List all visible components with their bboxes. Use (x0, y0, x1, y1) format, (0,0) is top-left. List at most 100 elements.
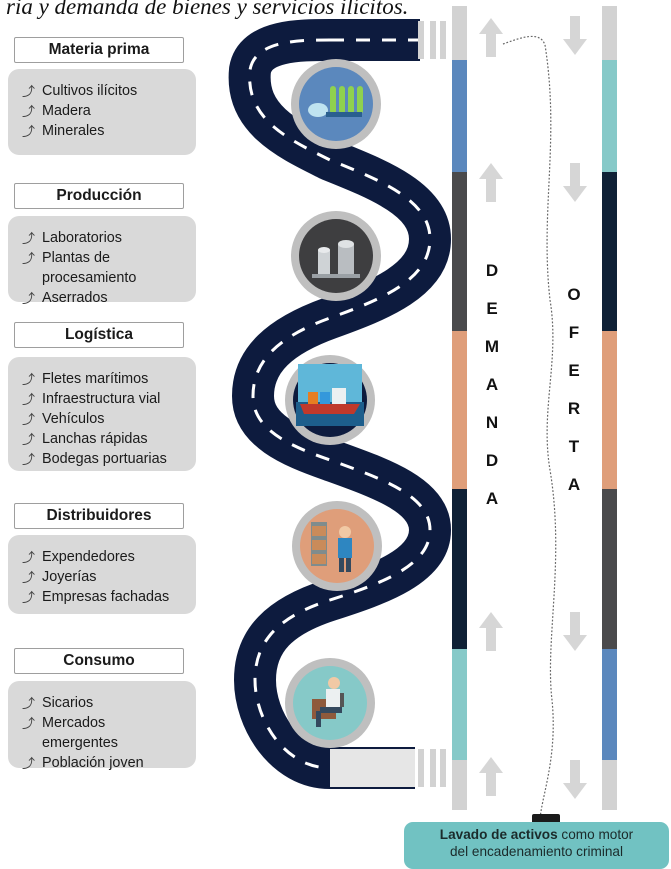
stage-label: Materia prima (14, 37, 184, 63)
list-item: ⤴ Vehículos (22, 409, 190, 429)
curved-arrow-icon: ⤴ (22, 251, 36, 266)
oferta-band (602, 649, 617, 760)
oferta-band-bottom (602, 760, 617, 810)
oferta-letter: F (568, 323, 580, 342)
curved-arrow-icon: ⤴ (22, 550, 36, 565)
list-item: ⤴Expendedores (22, 547, 190, 567)
list-item-label: Cultivos ilícitos (42, 83, 138, 99)
list-item-label: Minerales (42, 123, 105, 139)
demanda-band (452, 60, 467, 172)
demanda-letter: A (485, 489, 499, 508)
road-stripe (440, 749, 446, 787)
curved-arrow-icon: ⤴ (22, 432, 36, 447)
list-item-label: Vehículos (42, 411, 105, 427)
oferta-letter: A (567, 475, 581, 494)
up-arrow-shaft (486, 178, 496, 202)
up-arrow-shaft (486, 627, 496, 651)
down-arrow-icon (563, 186, 587, 202)
stage-box: ⤴ Laboratorios ⤴ Plantas de procesamiento ⤴ A… (8, 216, 196, 306)
box-shape (312, 540, 326, 550)
curved-arrow-icon: ⤴ (22, 84, 36, 99)
up-arrow-icon (479, 18, 503, 34)
silo-shape (318, 250, 330, 274)
stage-circle (299, 219, 373, 293)
oferta-letter: O (567, 285, 581, 304)
list-item-label: Infraestructura vial (42, 391, 161, 407)
curved-arrow-icon: ⤴ (22, 231, 36, 246)
list-item: ⤴Bodegas portuarias (22, 449, 190, 469)
hitman-icon (312, 677, 344, 727)
down-arrow-icon (563, 783, 587, 799)
curved-arrow-icon: ⤴ (22, 372, 36, 387)
beaker-shape (308, 103, 328, 117)
list-item-label: Laboratorios (42, 230, 122, 246)
rack-shape (326, 112, 362, 117)
road-stripe (418, 749, 424, 787)
box-shape (312, 554, 326, 564)
stage-box: ⤴Expendedores⤴Joyerías⤴Empresas fachadas (8, 535, 196, 614)
demanda-band-bottom (452, 760, 467, 810)
warehouse-worker-icon (311, 522, 352, 572)
list-item: ⤴Joyerías (22, 567, 190, 587)
curved-arrow-icon: ⤴ (22, 412, 36, 427)
demanda-band-top (452, 6, 467, 60)
list-item: ⤴ Aserrados (22, 288, 190, 308)
connector-line (502, 35, 557, 823)
curved-arrow-icon: ⤴ (22, 291, 36, 306)
cargo-ship-icon (296, 364, 364, 426)
list-item-label: Mercados emergentes (42, 715, 118, 751)
chemistry-lab-icon (308, 86, 363, 117)
stage-label: Distribuidores (14, 503, 184, 529)
container-shape (308, 392, 318, 404)
down-arrow-shaft (570, 16, 580, 40)
road-stripe (430, 749, 436, 787)
stage-label: Consumo (14, 648, 184, 674)
up-arrow-icon (479, 612, 503, 628)
oferta-band (602, 60, 617, 172)
footer-bold: Lavado de activos (439, 827, 558, 842)
test-tube-shape (330, 86, 336, 114)
footer-line-2: del encadenamiento criminal (449, 844, 624, 859)
base-shape (312, 274, 360, 278)
oferta-letter: R (567, 399, 581, 418)
body-shape (338, 538, 352, 558)
down-arrow-icon (563, 39, 587, 55)
body-shape (326, 689, 340, 707)
stage-box: ⤴Cultivos ilícitos⤴Madera⤴Minerales (8, 69, 196, 155)
tank-top-shape (338, 240, 354, 248)
demanda-band (452, 489, 467, 649)
list-item: ⤴ Minerales (22, 121, 190, 141)
up-arrow-icon (479, 757, 503, 773)
road-stripe (440, 21, 446, 59)
demanda-band (452, 331, 467, 489)
footer-line-1: Lavado de activos como motor (404, 826, 669, 843)
oferta-band-top (602, 6, 617, 60)
oferta-letter: T (568, 437, 580, 456)
footer-rest: como motor (557, 827, 634, 842)
road-stripe (430, 21, 436, 59)
list-item: ⤴Empresas fachadas (22, 587, 190, 607)
page-title: ria y demanda de bienes y servicios ilíc… (6, 0, 409, 19)
down-arrow-shaft (570, 760, 580, 784)
curved-arrow-icon: ⤴ (22, 452, 36, 467)
demanda-letter: N (485, 413, 499, 432)
hull-shape (300, 404, 360, 414)
list-item-label: Madera (42, 103, 91, 119)
list-item-label: Plantas de procesamiento (42, 250, 137, 286)
demanda-letter: D (485, 451, 499, 470)
demanda-letter: E (486, 299, 498, 318)
down-arrow-shaft (570, 163, 580, 187)
stage-label: Producción (14, 183, 184, 209)
list-item: ⤴Lanchas rápidas (22, 429, 190, 449)
down-arrow-icon (563, 635, 587, 651)
list-item-label: Aserrados (42, 290, 108, 306)
demanda-letter: D (485, 261, 499, 280)
head-shape (328, 677, 340, 689)
list-item: ⤴ Cultivos ilícitos (22, 81, 190, 101)
list-item-label: Población joven (42, 755, 144, 771)
curved-arrow-icon: ⤴ (22, 124, 36, 139)
list-item: ⤴Fletes marítimos (22, 369, 190, 389)
test-tube-shape (357, 86, 363, 114)
